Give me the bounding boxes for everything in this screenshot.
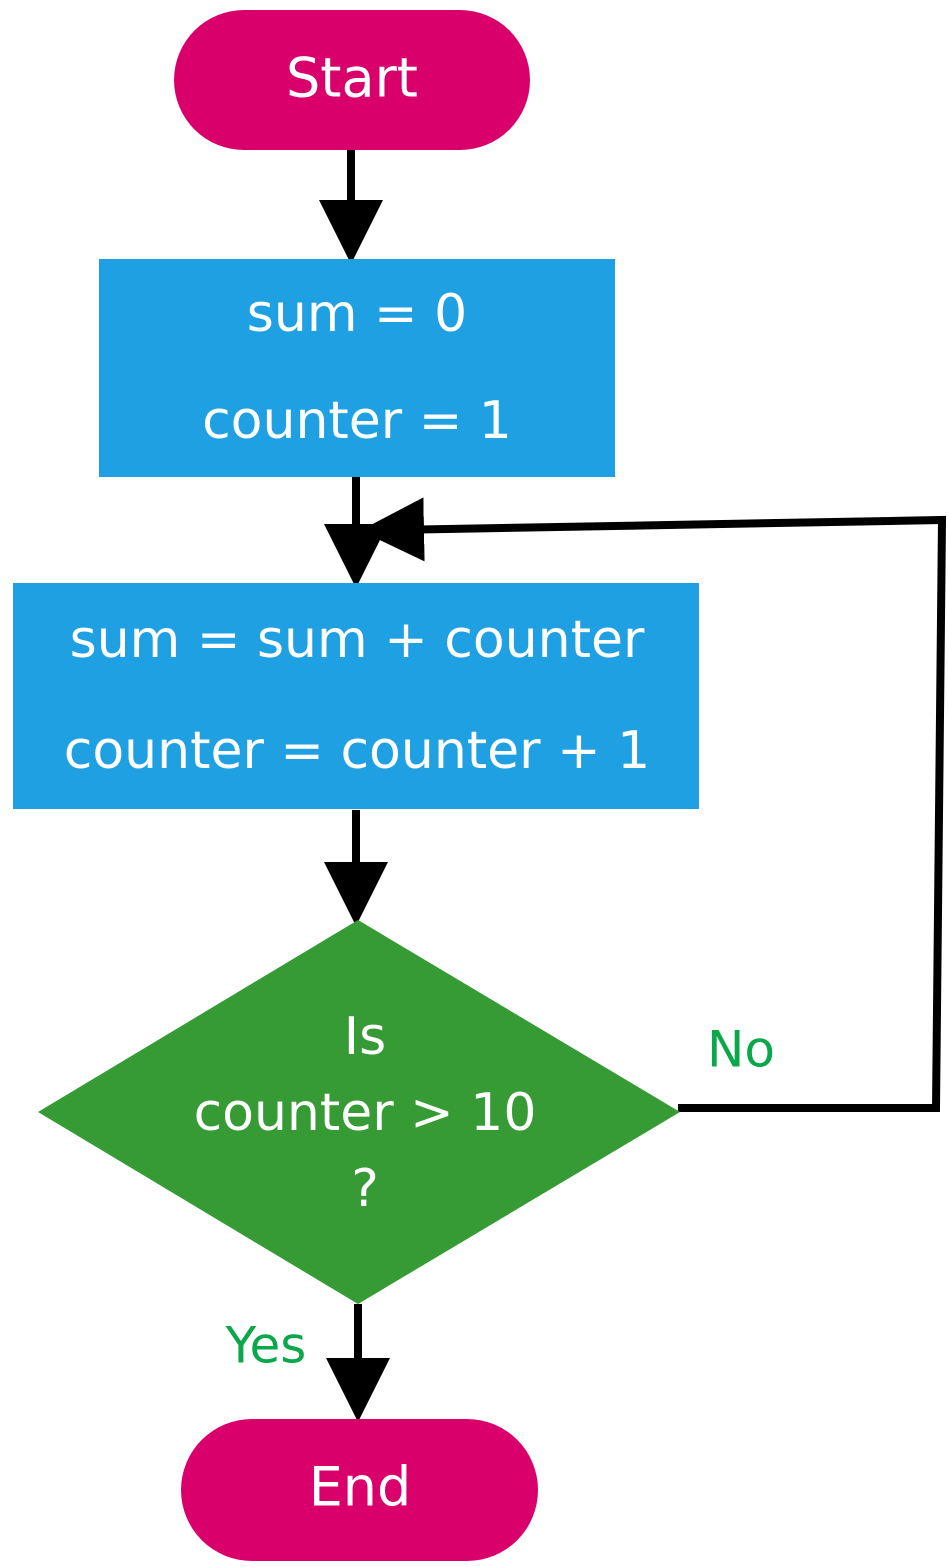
decision-line-condition: counter > 10 (194, 1083, 537, 1143)
loop-back-arrow-no (360, 497, 947, 1112)
decision-line-question: ? (351, 1159, 379, 1219)
end-terminal (181, 1419, 538, 1561)
end-label: End (309, 1456, 412, 1519)
start-terminal (174, 10, 530, 150)
branch-label-yes: Yes (225, 1317, 307, 1375)
start-label: Start (286, 47, 418, 110)
init-line-counter: counter = 1 (202, 391, 512, 451)
decision-line-is: Is (344, 1007, 386, 1067)
init-line-sum: sum = 0 (247, 284, 467, 344)
update-line-sum: sum = sum + counter (70, 610, 645, 670)
update-process-box (13, 583, 699, 809)
init-process-box (99, 259, 615, 477)
branch-label-no: No (707, 1021, 775, 1079)
decision-diamond (38, 920, 680, 1304)
update-line-counter: counter = counter + 1 (64, 721, 651, 781)
